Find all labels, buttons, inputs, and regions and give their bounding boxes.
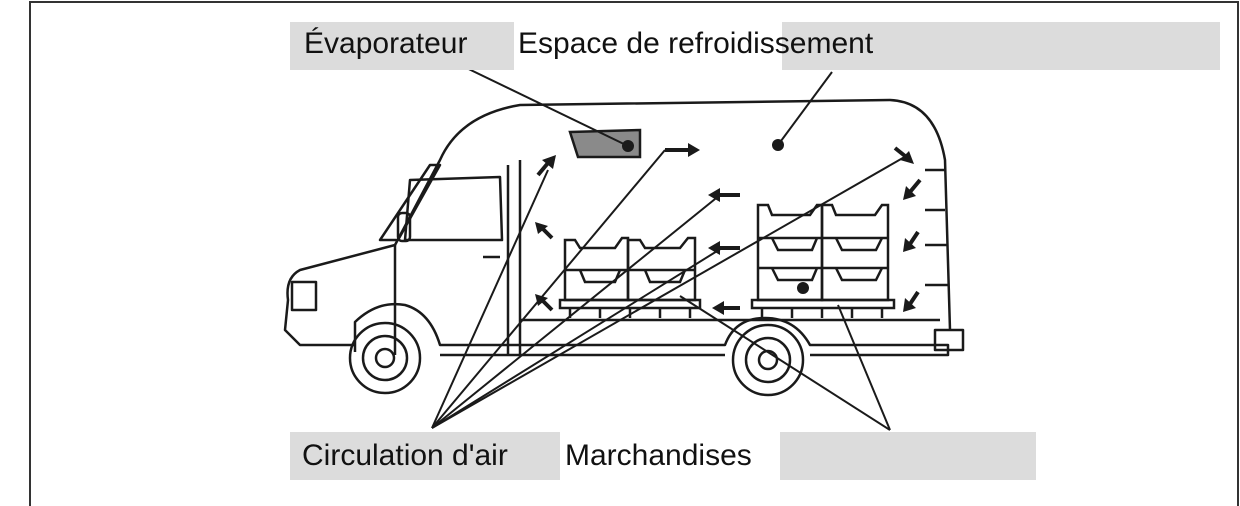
label-box-top-blank — [782, 22, 1220, 70]
label-box-air-circulation — [290, 432, 560, 480]
label-cooling-space: Espace de refroidissement — [518, 27, 874, 60]
air-arrows — [535, 143, 922, 315]
label-air-circulation: Circulation d'air — [302, 439, 508, 472]
label-box-bottom-blank — [780, 432, 1036, 480]
evaporator-unit — [568, 128, 642, 159]
frame-border — [29, 1, 1239, 506]
goods-right — [750, 203, 896, 318]
label-goods: Marchandises — [565, 439, 752, 472]
leader-lines — [431, 59, 909, 431]
goods-left — [558, 236, 702, 318]
front-wheel — [348, 321, 422, 395]
label-evaporator: Évaporateur — [304, 27, 468, 60]
label-box-evaporator — [290, 22, 514, 70]
goods-dot — [797, 282, 809, 294]
